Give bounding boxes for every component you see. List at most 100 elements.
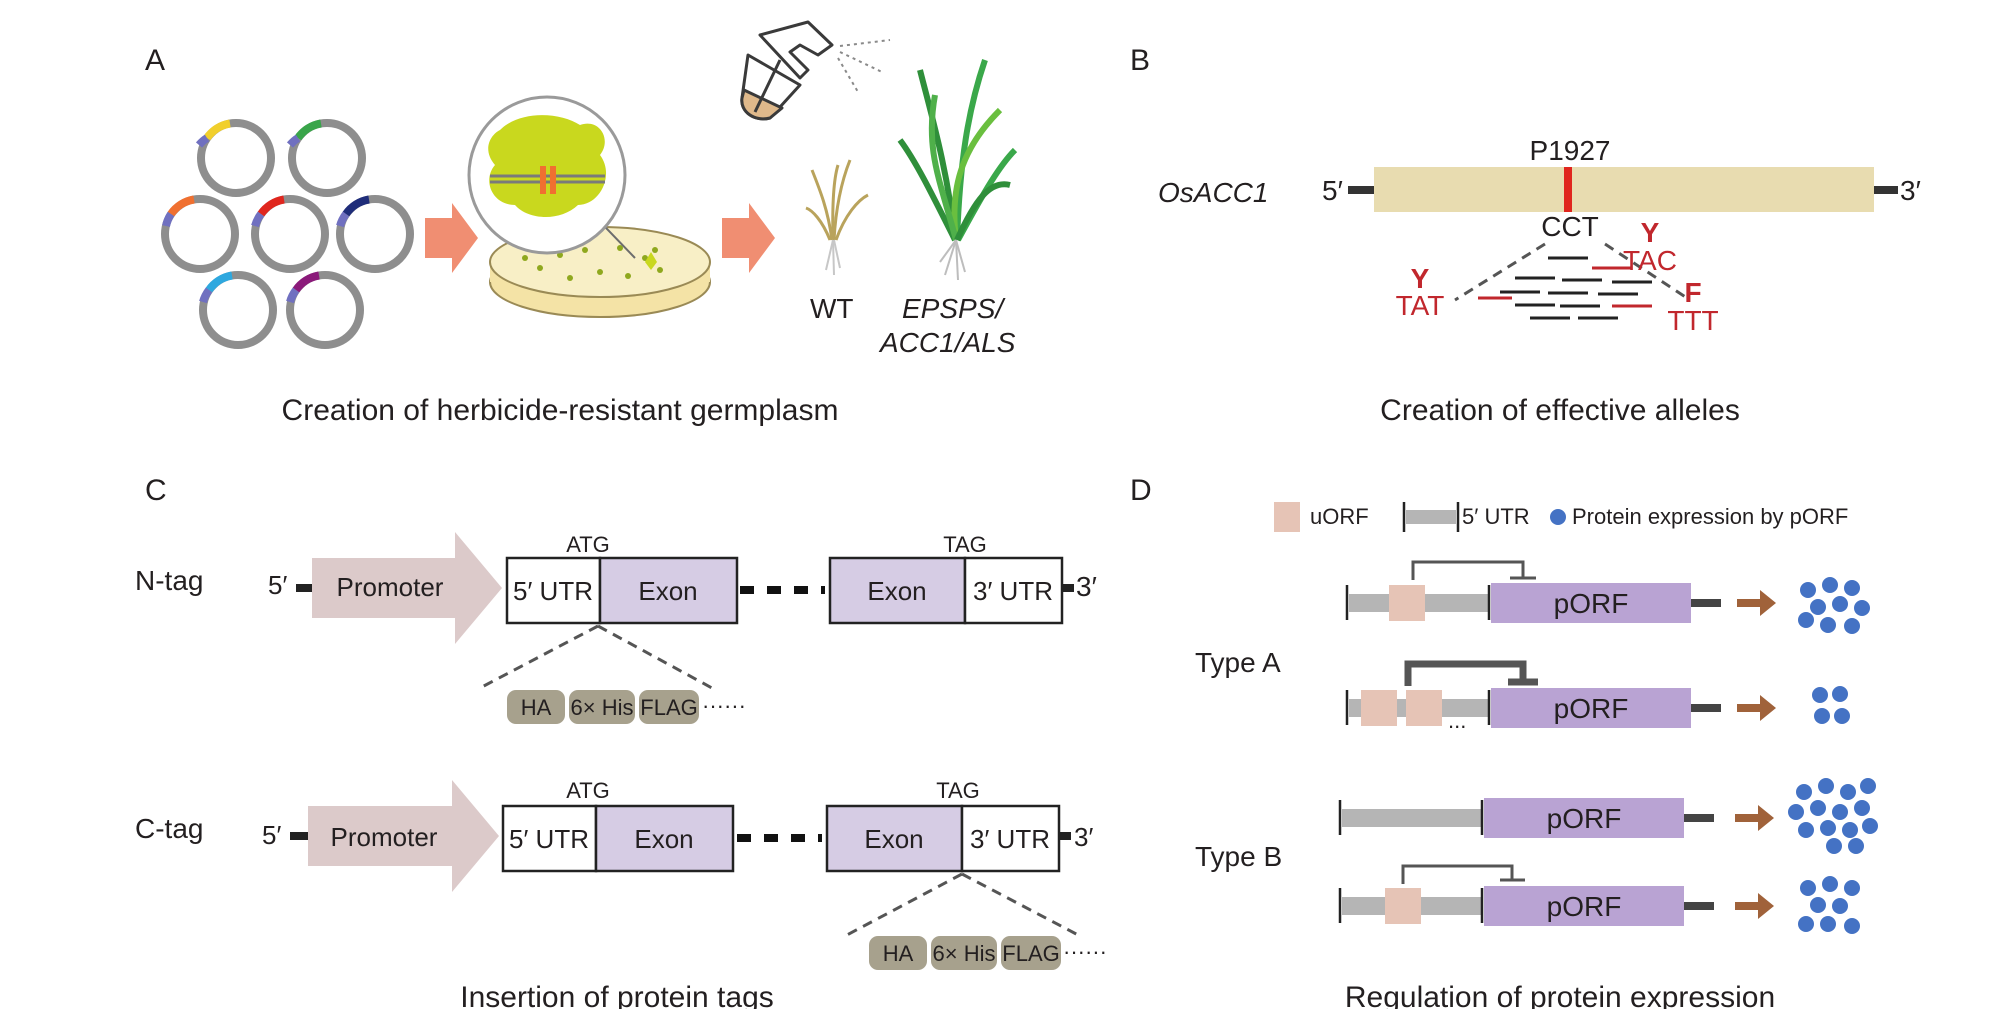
- c-tag-exon1: Exon: [634, 824, 693, 854]
- plasmid-icon: [286, 271, 364, 349]
- tag-box: [1001, 936, 1061, 970]
- panel-d: D uORF 5′ UTR Protein expression by pORF…: [1130, 474, 1878, 1009]
- allele-reads: [1478, 256, 1652, 320]
- plasmid-icon: [161, 195, 239, 273]
- panel-a-caption: Creation of herbicide-resistant germplas…: [282, 394, 839, 427]
- plasmid-icon: [199, 271, 277, 349]
- inhibition-arrow: [1411, 560, 1536, 580]
- gene-name: OsACC1: [1158, 177, 1268, 208]
- n-tag-label: N-tag: [135, 565, 203, 596]
- legend-utr-label: 5′ UTR: [1462, 504, 1530, 529]
- gene-body: [1374, 167, 1874, 212]
- n-tag-exon2: Exon: [867, 576, 926, 606]
- uorf-box: [1361, 690, 1397, 726]
- allele-aa-1: Y: [1411, 263, 1430, 294]
- porf-label: pORF: [1547, 891, 1622, 922]
- five-prime-label: 5′: [1322, 175, 1343, 206]
- flank-line: [296, 584, 312, 592]
- tag-ellipsis: ······: [1063, 939, 1107, 964]
- porf-label: pORF: [1547, 803, 1622, 834]
- tag-box: [507, 690, 565, 724]
- exon-box: [594, 804, 735, 873]
- wt-label: WT: [810, 293, 854, 324]
- plasmid-icon: [251, 195, 329, 273]
- process-arrow: [722, 203, 775, 273]
- tag-his: 6× His: [571, 695, 634, 720]
- cell-zoom-bubble: [467, 95, 627, 255]
- n-tag-exon1: Exon: [638, 576, 697, 606]
- type-b-construct-2: pORF: [1338, 864, 1860, 934]
- panel-c-caption: Insertion of protein tags: [460, 981, 774, 1009]
- panel-a: A: [145, 20, 1018, 427]
- n-tag-tags: HA 6× His FLAG ······: [507, 690, 746, 724]
- expression-arrow: [1737, 695, 1776, 721]
- panel-d-caption: Regulation of protein expression: [1345, 981, 1775, 1009]
- c-tag-stop-codon: TAG: [936, 778, 980, 803]
- protein-dots-high: [1798, 577, 1870, 634]
- n-tag-three-prime: 3′: [1076, 571, 1097, 602]
- c-tag-utr5: 5′ UTR: [509, 824, 589, 854]
- flank-line: [1684, 902, 1714, 910]
- porf-box: [1484, 886, 1684, 926]
- panel-b-caption: Creation of effective alleles: [1380, 394, 1740, 427]
- legend-protein-label: Protein expression by pORF: [1572, 504, 1848, 529]
- c-tag-construct: C-tag 5′ Promoter 5′ UTR Exon ATG Exon 3…: [135, 778, 1107, 970]
- porf-label: pORF: [1554, 693, 1629, 724]
- resistant-plant-icon: [897, 59, 1018, 281]
- utr3-box: [963, 556, 1064, 625]
- allele-aa-3: F: [1684, 277, 1701, 308]
- n-tag-promoter: Promoter: [337, 572, 444, 602]
- tag-flag: FLAG: [1002, 941, 1059, 966]
- legend-protein-dot: [1550, 509, 1566, 525]
- allele-codon-2: TAC: [1623, 245, 1677, 276]
- porf-box: [1484, 798, 1684, 838]
- n-tag-five-prime: 5′: [268, 570, 287, 600]
- panel-a-letter: A: [145, 44, 165, 77]
- porf-box: [1491, 583, 1691, 623]
- n-tag-stop-codon: TAG: [943, 532, 987, 557]
- n-tag-start-codon: ATG: [566, 532, 610, 557]
- type-b-construct-1: pORF: [1338, 778, 1878, 854]
- tag-box: [931, 936, 997, 970]
- mutation-site-mark: [1564, 167, 1572, 212]
- codon-label: CCT: [1541, 211, 1599, 242]
- tag-ellipsis: ······: [702, 693, 746, 718]
- legend-uorf-swatch: [1274, 502, 1300, 532]
- sprayer-icon: [740, 20, 891, 121]
- uorf-box: [1406, 690, 1442, 726]
- n-tag-construct: N-tag 5′ Promoter 5′ UTR Exon ATG Exon 3…: [135, 532, 1097, 724]
- allele-codon-1: TAT: [1396, 290, 1445, 321]
- type-a-construct-2: ... pORF: [1345, 660, 1850, 733]
- panel-d-letter: D: [1130, 474, 1152, 507]
- protein-dots-high: [1798, 876, 1860, 934]
- tag-ha: HA: [883, 941, 914, 966]
- mutant-label-line1: EPSPS/: [902, 293, 1006, 324]
- inhibition-arrow-strong: [1404, 660, 1538, 686]
- tag-box: [869, 936, 927, 970]
- tag-ha: HA: [521, 695, 552, 720]
- promoter-arrow: [312, 532, 502, 644]
- panel-b: B OsACC1 5′ 3′ P1927 CCT: [1130, 44, 1921, 427]
- three-prime-label: 3′: [1900, 175, 1921, 206]
- c-tag-utr3: 3′ UTR: [970, 824, 1050, 854]
- allele-zoom-lines: [1454, 242, 1691, 302]
- tag-box: [569, 690, 635, 724]
- legend-utr-swatch: [1406, 510, 1456, 524]
- flank-line: [1062, 584, 1074, 592]
- panel-c-letter: C: [145, 474, 167, 507]
- plasmid-icon: [288, 119, 366, 197]
- c-tag-tags: HA 6× His FLAG ······: [869, 936, 1107, 970]
- exon-box: [598, 556, 739, 625]
- inhibition-arrow: [1401, 864, 1525, 884]
- c-tag-three-prime: 3′: [1074, 822, 1093, 852]
- plasmid-icon: [197, 119, 275, 197]
- expression-arrow: [1735, 805, 1774, 831]
- c-tag-promoter: Promoter: [331, 822, 438, 852]
- tag-zoom-lines: [479, 624, 713, 690]
- protein-dots-very-high: [1788, 778, 1878, 854]
- allele-codon-3: TTT: [1667, 305, 1718, 336]
- plasmid-icons: [161, 119, 414, 349]
- process-arrow: [425, 203, 478, 273]
- exon-box: [828, 556, 967, 625]
